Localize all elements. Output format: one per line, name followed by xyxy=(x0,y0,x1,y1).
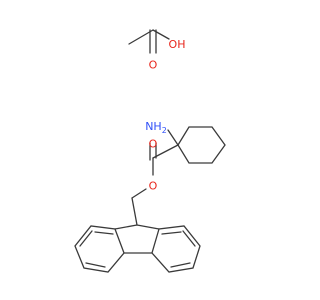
bond-ring-carbonyl-carbon xyxy=(152,144,179,159)
right-benzene-ring xyxy=(151,225,201,273)
acid-carbonyl-oxygen-label: O xyxy=(149,59,158,72)
bond-methyl-carbon xyxy=(128,29,154,45)
carbonyl-oxygen-label: O xyxy=(149,138,158,151)
right-ring-inner-double-c xyxy=(182,230,196,247)
ester-oxygen-label: O xyxy=(149,180,158,193)
bond-methylene-fluorenyl xyxy=(131,197,138,226)
acid-hydroxyl-text: OH xyxy=(169,38,186,51)
right-ring-inner-double-a xyxy=(161,231,182,235)
fluorenyl-group xyxy=(74,224,201,273)
cyclohexane-amino-acid-ester: NH2 O O xyxy=(131,120,226,226)
left-ring-inner-double-b xyxy=(85,262,106,268)
acetic-acid: OH O xyxy=(128,29,186,72)
left-ring-inner-double-a xyxy=(94,231,114,235)
amine-text: NH xyxy=(145,120,162,133)
amine-subscript: 2 xyxy=(162,126,167,135)
amine-label: NH2 xyxy=(145,120,167,135)
molecule-canvas: OH O NH2 O O xyxy=(74,29,226,273)
bond-ester-oxygen-methylene xyxy=(131,188,147,199)
right-ring-inner-double-b xyxy=(170,262,191,268)
fluorene-c9-left-bond xyxy=(114,224,138,230)
cyclohexane-ring xyxy=(177,126,226,164)
bond-ring-amine xyxy=(167,129,179,146)
left-benzene-ring xyxy=(74,225,125,273)
fluorene-c9-right-bond xyxy=(136,224,160,230)
left-ring-inner-double-c xyxy=(79,230,93,247)
acid-hydroxyl-label: OH xyxy=(169,38,186,51)
